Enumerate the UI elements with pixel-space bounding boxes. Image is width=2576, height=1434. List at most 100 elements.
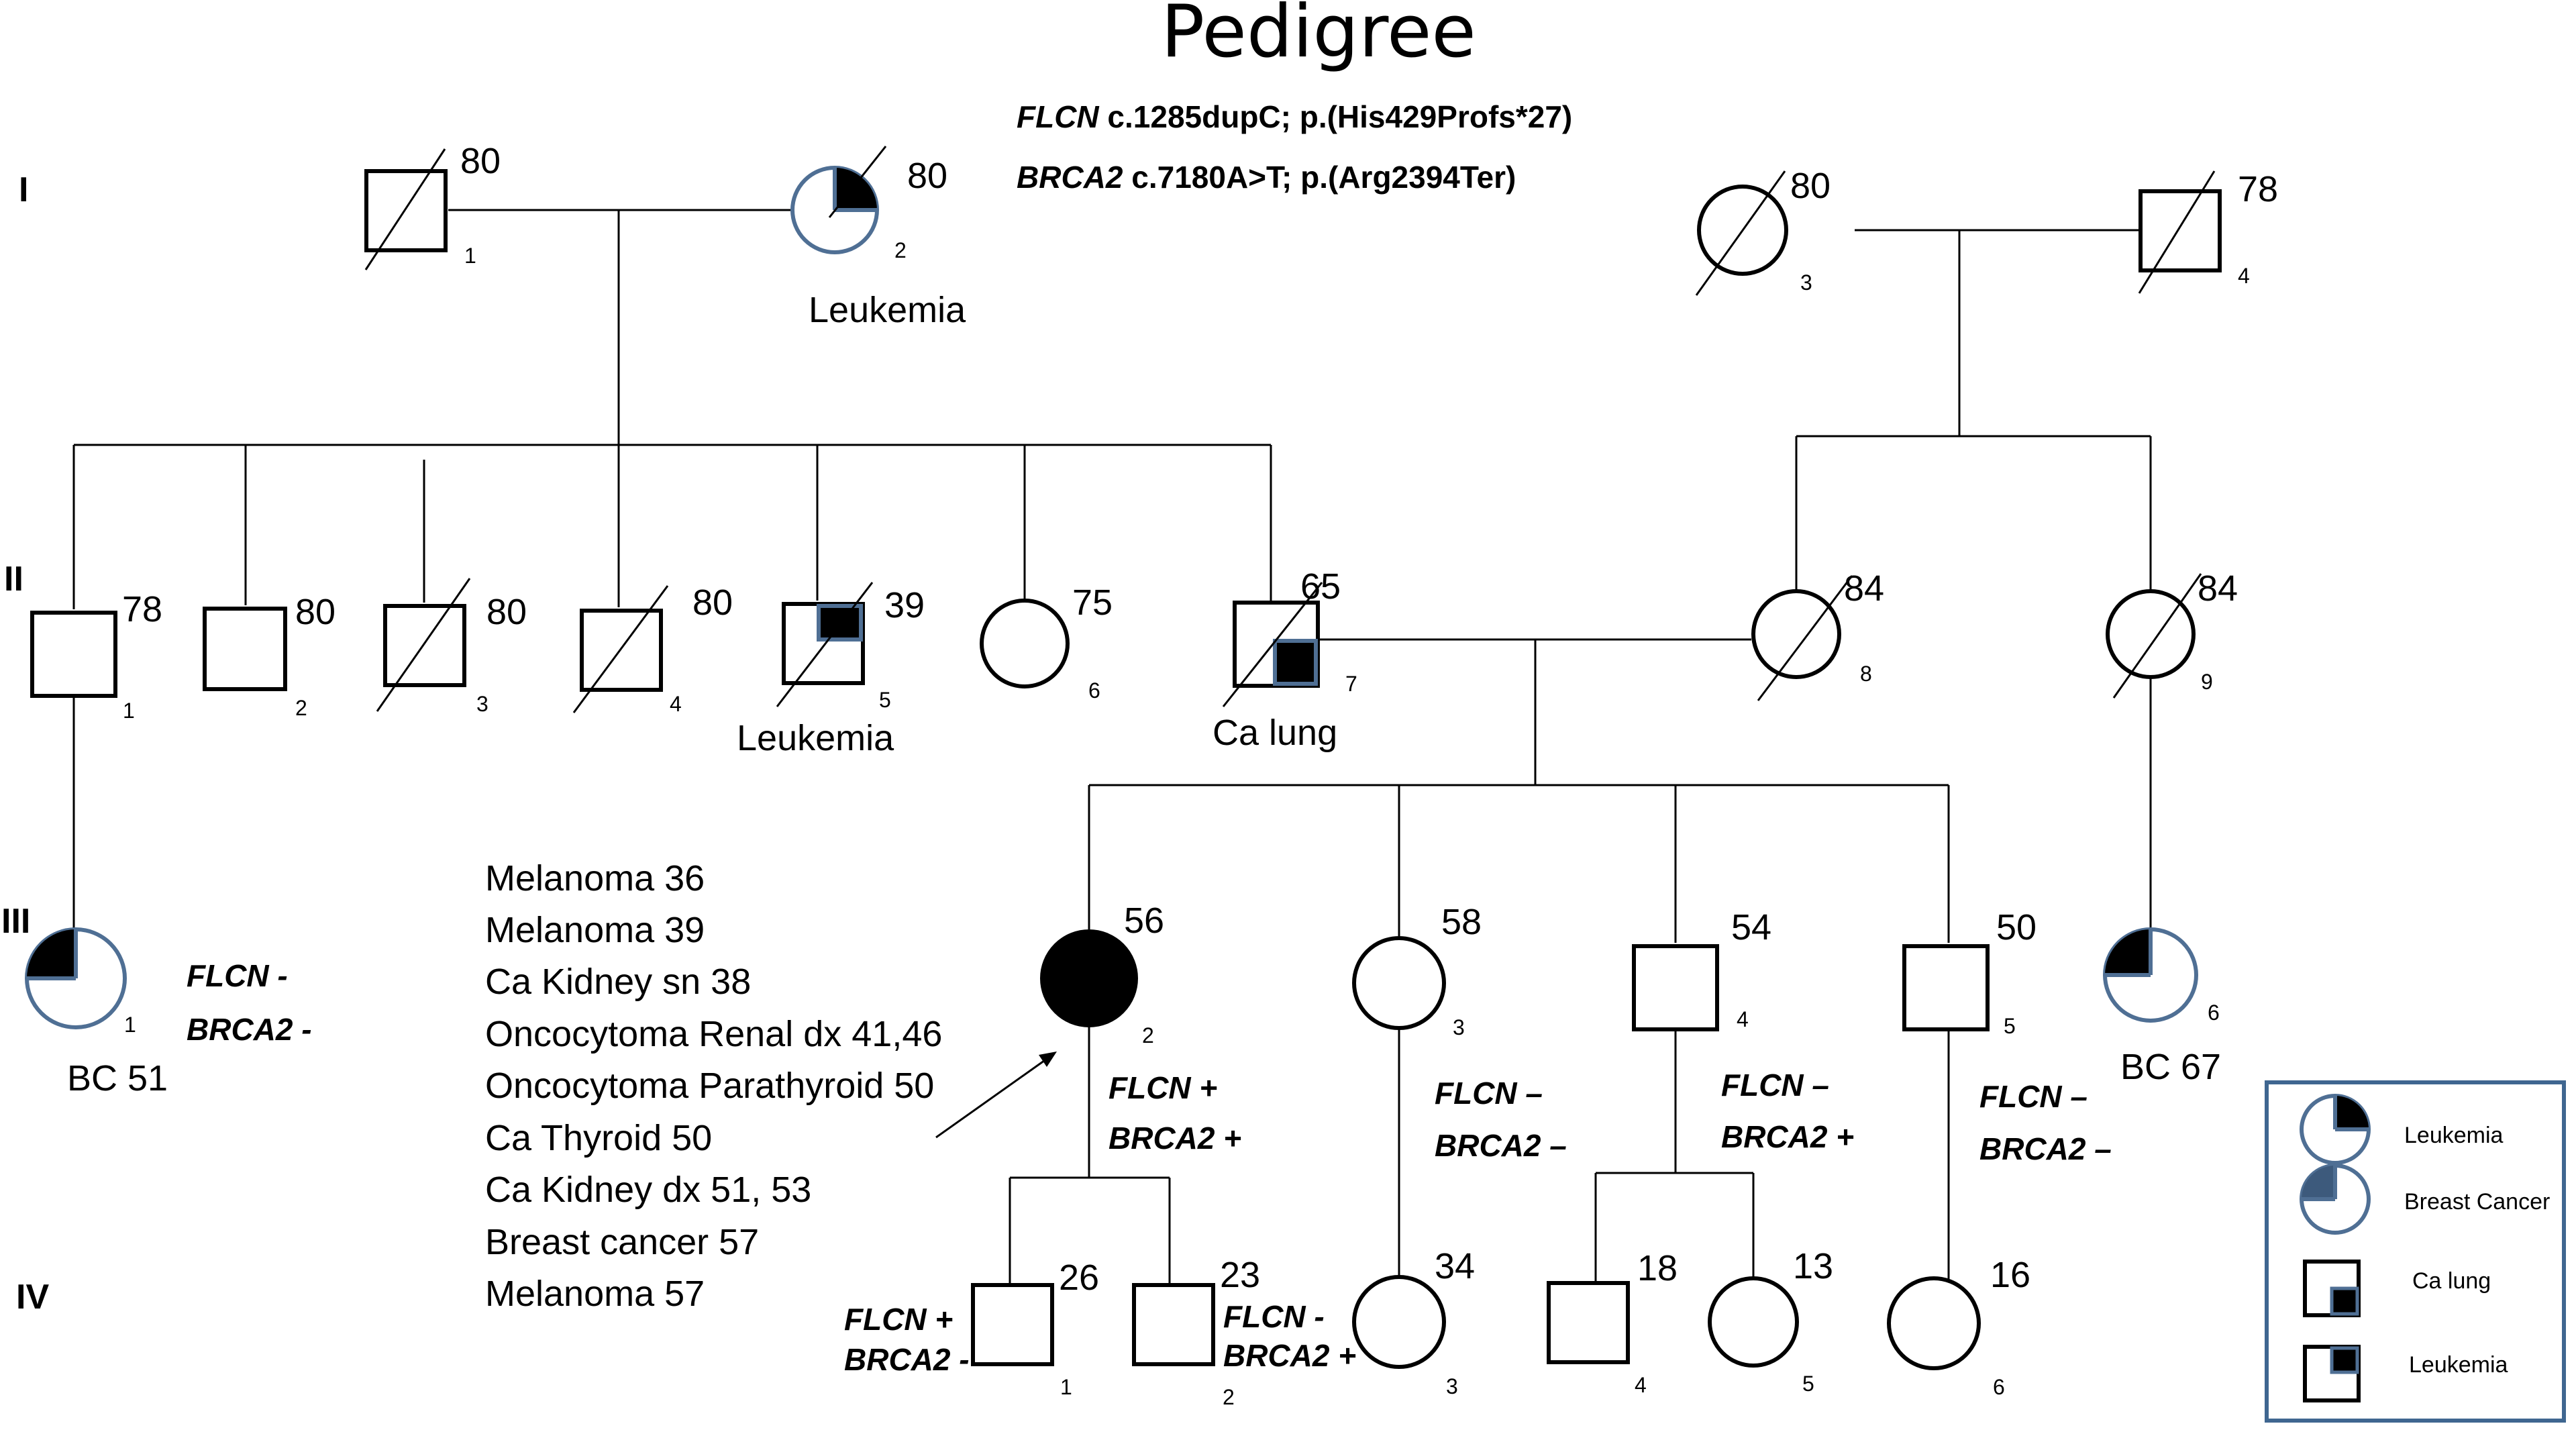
diagnosis-label: BC 51	[67, 1058, 168, 1098]
individual-I-2: 80 2 Leukemia	[790, 146, 966, 330]
age-label: 34	[1435, 1246, 1475, 1286]
variant-flcn-change: c.1285dupC; p.(His429Profs*27)	[1099, 99, 1573, 134]
age-label: 80	[907, 156, 947, 196]
age-label: 80	[486, 592, 527, 632]
proband-history: Melanoma 36 Melanoma 39 Ca Kidney sn 38 …	[485, 858, 942, 1314]
individual-IV-1: 26 1 FLCN + BRCA2 -	[844, 1258, 1099, 1399]
legend-item-breast-cancer: Breast Cancer	[2300, 1164, 2550, 1235]
legend-label: Leukemia	[2404, 1123, 2504, 1148]
individual-number: 5	[879, 688, 891, 712]
pedigree-lines	[72, 209, 2152, 1285]
age-label: 39	[884, 585, 925, 625]
individual-III-1: 1 BC 51 FLCN - BRCA2 -	[25, 927, 312, 1098]
individual-II-4: 80 4	[572, 582, 733, 716]
individual-II-1: 78 1	[30, 589, 162, 723]
individual-IV-2: 23 2 FLCN - BRCA2 +	[1132, 1255, 1356, 1409]
age-label: 78	[2238, 169, 2278, 209]
age-label: 26	[1059, 1258, 1099, 1298]
diagnosis-label: Leukemia	[737, 718, 894, 758]
genotype-brca2: BRCA2 +	[1109, 1121, 1241, 1156]
individual-III-4: 54 4 FLCN – BRCA2 +	[1632, 907, 1854, 1154]
individual-IV-5: 13 5	[1708, 1246, 1833, 1396]
generation-label-IV: IV	[16, 1278, 49, 1317]
history-item: Melanoma 57	[485, 1274, 705, 1314]
individual-number: 1	[1060, 1375, 1072, 1399]
age-label: 18	[1637, 1248, 1678, 1288]
individual-number: 3	[1446, 1374, 1458, 1398]
age-label: 54	[1731, 907, 1771, 948]
age-label: 56	[1124, 901, 1164, 941]
history-item: Breast cancer 57	[485, 1222, 759, 1262]
genotype-flcn: FLCN +	[844, 1302, 953, 1337]
individual-number: 2	[1142, 1023, 1154, 1047]
individual-number: 2	[894, 238, 907, 262]
individual-III-6: 6 BC 67	[2103, 927, 2221, 1087]
history-item: Ca Thyroid 50	[485, 1118, 712, 1158]
diagnosis-label: Leukemia	[809, 290, 966, 330]
individual-number: 6	[2208, 1001, 2220, 1025]
individual-II-5: 39 5 Leukemia	[737, 582, 925, 758]
variant-brca2-gene: BRCA2	[1017, 160, 1123, 195]
age-label: 80	[295, 592, 336, 632]
individual-II-3: 80 3	[376, 578, 527, 716]
individual-number: 4	[1737, 1007, 1749, 1031]
age-label: 16	[1990, 1255, 2030, 1295]
age-label: 80	[692, 582, 733, 623]
individual-number: 5	[2004, 1014, 2016, 1038]
age-label: 58	[1441, 902, 1482, 942]
diagnosis-label: Ca lung	[1213, 713, 1337, 753]
age-label: 84	[1844, 568, 1884, 609]
generation-label-II: II	[4, 560, 23, 599]
genotype-flcn: FLCN –	[1979, 1079, 2088, 1114]
history-item: Oncocytoma Renal dx 41,46	[485, 1014, 942, 1054]
individual-III-5: 50 5 FLCN – BRCA2 –	[1902, 907, 2112, 1166]
individual-IV-4: 18 4	[1547, 1248, 1678, 1397]
individual-II-6: 75 6	[980, 582, 1113, 703]
age-label: 50	[1996, 907, 2037, 948]
legend-label: Leukemia	[2409, 1352, 2508, 1378]
genotype-flcn: FLCN –	[1435, 1076, 1543, 1111]
history-item: Melanoma 39	[485, 910, 705, 950]
individual-number: 4	[670, 692, 682, 716]
legend-item-ca-lung: Ca lung	[2303, 1260, 2491, 1317]
individual-II-8: 84 8	[1751, 568, 1884, 701]
legend-label: Ca lung	[2412, 1268, 2491, 1294]
individual-II-2: 80 2	[203, 592, 336, 720]
age-label: 84	[2198, 568, 2238, 609]
variant-flcn: FLCN c.1285dupC; p.(His429Profs*27)	[1017, 99, 1572, 134]
variant-brca2-change: c.7180A>T; p.(Arg2394Ter)	[1123, 160, 1516, 195]
individual-number: 3	[476, 692, 488, 716]
individual-number: 4	[1635, 1373, 1647, 1397]
individual-number: 1	[123, 699, 135, 723]
individual-III-2-proband: 56 2 FLCN + BRCA2 +	[1040, 901, 1241, 1156]
individual-number: 3	[1453, 1015, 1465, 1039]
individual-IV-3: 34 3	[1352, 1246, 1475, 1398]
individual-I-4: 78 4	[2138, 169, 2278, 294]
history-item: Ca Kidney dx 51, 53	[485, 1170, 811, 1210]
genotype-flcn: FLCN –	[1721, 1068, 1829, 1103]
legend: Leukemia Breast Cancer Ca lung Leukemia	[2265, 1080, 2566, 1423]
individual-IV-6: 16 6	[1887, 1255, 2030, 1399]
individual-number: 1	[124, 1013, 136, 1037]
individual-II-9: 84 9	[2106, 568, 2238, 699]
genotype-brca2: BRCA2 –	[1979, 1131, 2112, 1166]
history-item: Ca Kidney sn 38	[485, 962, 751, 1002]
legend-item-leukemia-square: Leukemia	[2303, 1345, 2508, 1402]
individual-I-3: 80 3	[1695, 166, 1831, 296]
age-label: 80	[1790, 166, 1831, 206]
individual-number: 9	[2201, 670, 2213, 694]
individual-number: 7	[1345, 672, 1357, 696]
individual-II-7: 65 7 Ca lung	[1213, 566, 1357, 753]
individual-number: 8	[1860, 662, 1872, 686]
genotype-brca2: BRCA2 +	[1721, 1119, 1854, 1154]
genotype-brca2: BRCA2 -	[844, 1342, 970, 1377]
age-label: 13	[1793, 1246, 1833, 1286]
legend-item-leukemia-circle: Leukemia	[2300, 1094, 2504, 1165]
legend-label: Breast Cancer	[2404, 1189, 2550, 1215]
age-label: 65	[1300, 566, 1341, 607]
individual-number: 2	[1223, 1385, 1235, 1409]
age-label: 80	[460, 141, 501, 181]
age-label: 78	[122, 589, 162, 629]
